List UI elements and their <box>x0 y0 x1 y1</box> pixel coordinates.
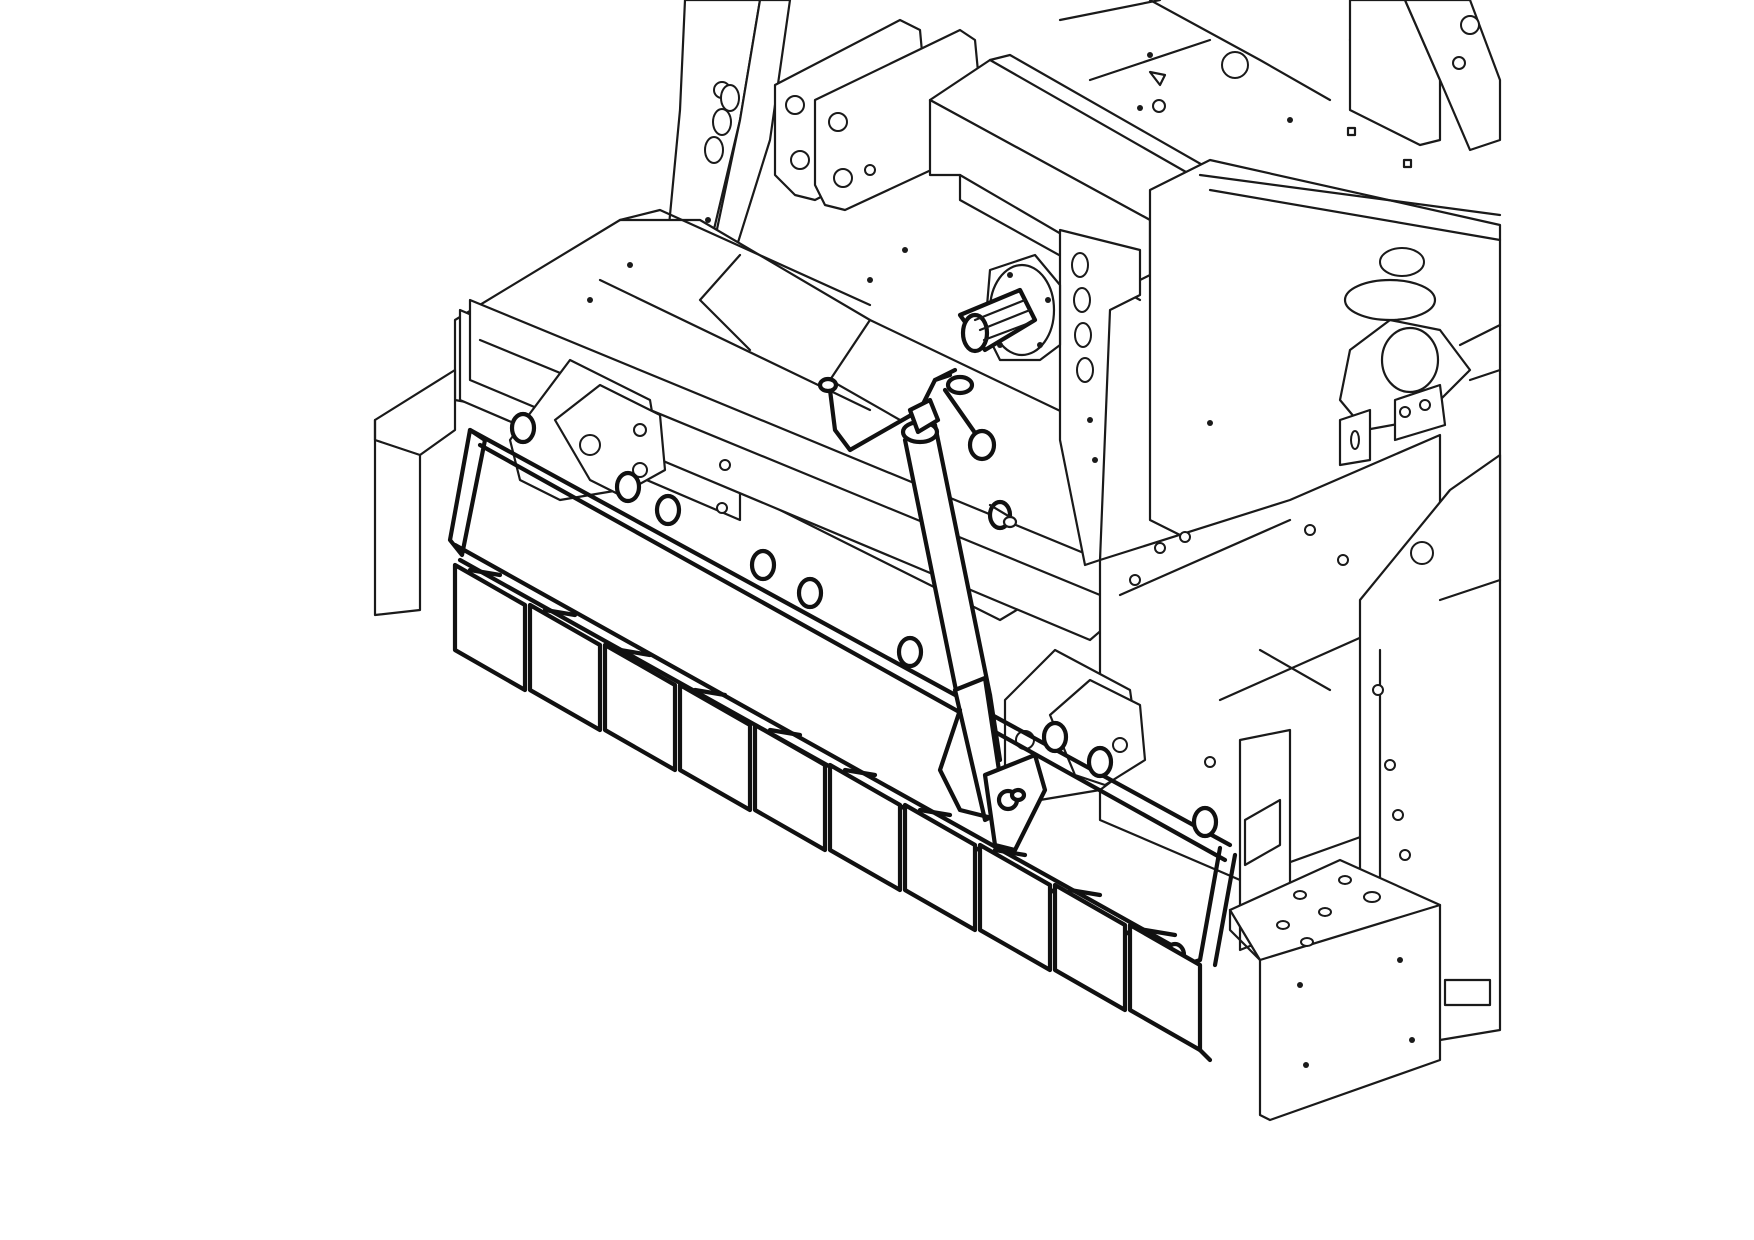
flap-panel-1 <box>452 562 528 693</box>
skid-foot-bracket <box>1228 858 1442 1122</box>
flap-panel-2 <box>527 602 603 733</box>
flap-panel-10 <box>1127 922 1203 1053</box>
flap-frame-left-end <box>447 427 488 558</box>
flap-panel-5 <box>752 722 828 853</box>
right-top-bracket <box>1348 0 1442 147</box>
flap-adjuster <box>817 367 1048 853</box>
flap-panel-3 <box>602 642 678 773</box>
rear-flap-assembly <box>447 411 1238 1063</box>
flap-panel-6 <box>827 762 903 893</box>
top-link-plate-2 <box>813 28 987 212</box>
flap-panel-9 <box>1052 882 1128 1013</box>
flap-panel-7 <box>902 802 978 933</box>
flap-panel-4 <box>677 682 753 813</box>
left-end-flange <box>373 368 457 617</box>
flap-panels <box>452 562 1203 1053</box>
center-mount-plate <box>1058 228 1142 567</box>
flap-frame-right-end <box>1182 845 1223 968</box>
flap-panel-8 <box>977 842 1053 973</box>
